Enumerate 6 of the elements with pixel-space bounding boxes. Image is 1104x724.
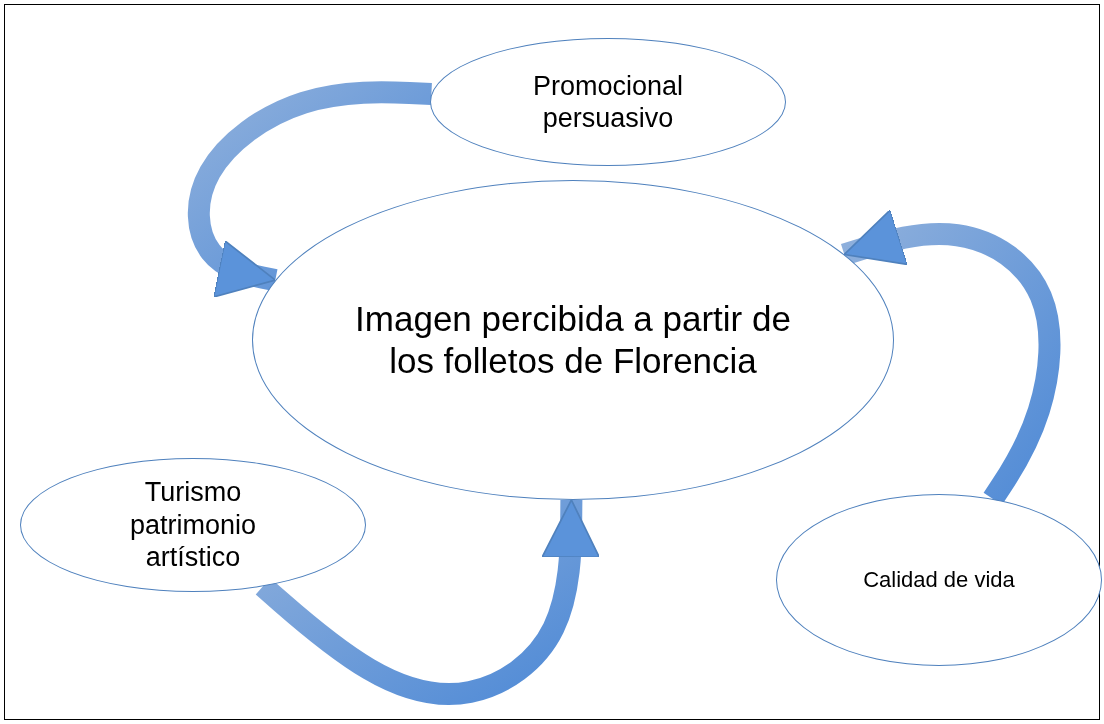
node-label: Turismo patrimonio artístico (128, 476, 258, 574)
node-label: Imagen percibida a partir de los folletos de Florencia (354, 298, 792, 382)
curved-arrow (187, 81, 432, 298)
node-label: Promocional persuasivo (531, 69, 685, 135)
node-label: Calidad de vida (863, 566, 1015, 594)
curved-arrow (255, 499, 601, 706)
